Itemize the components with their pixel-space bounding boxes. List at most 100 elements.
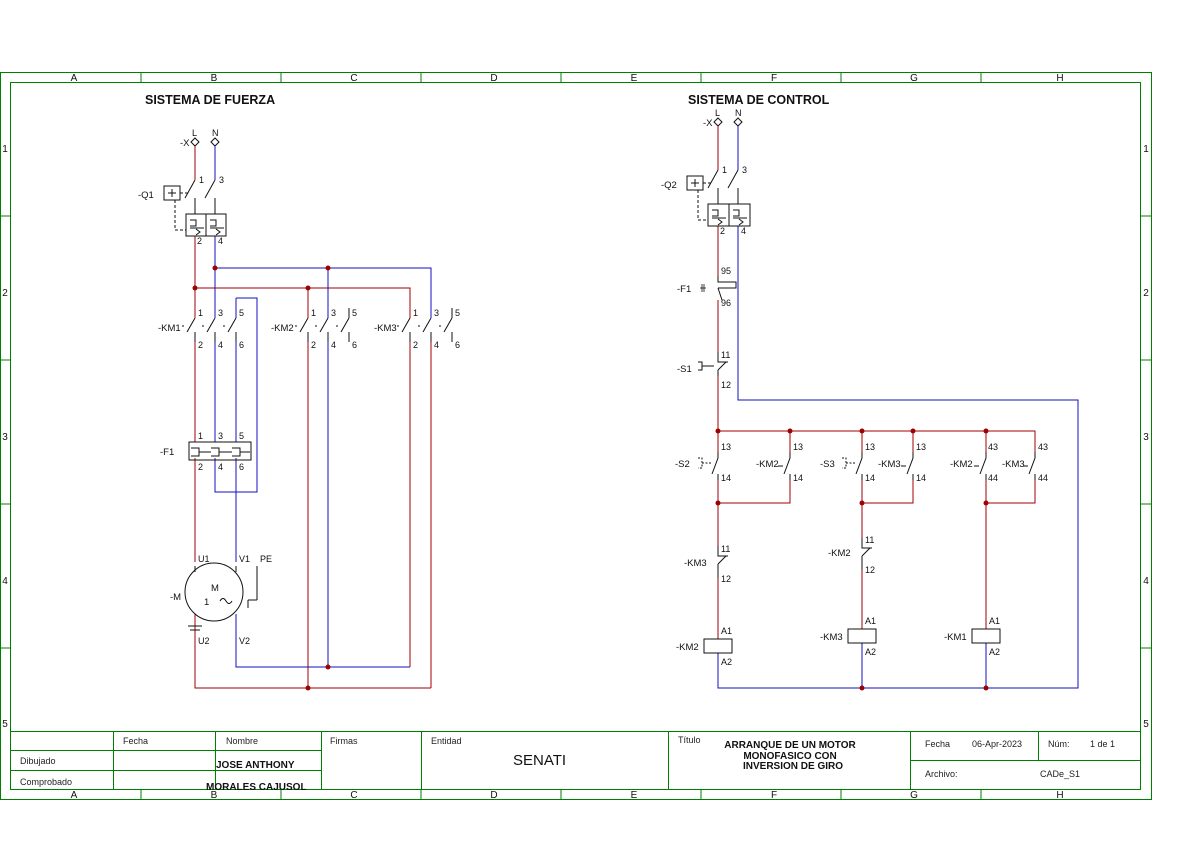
tb-title-line3: INVERSION DE GIRO	[743, 761, 843, 772]
motor-phase: 1	[204, 597, 209, 608]
aux-contact-km2	[974, 452, 987, 480]
terminal-number: 2	[197, 236, 202, 246]
button-tag: -S2	[675, 459, 690, 470]
power-supply-terminal: -X L N	[180, 128, 220, 149]
terminal-number: 5	[239, 431, 244, 441]
terminal-number: 13	[793, 442, 803, 452]
terminal-n-label: N	[212, 128, 219, 138]
terminal-number: 6	[239, 340, 244, 350]
thermal-relay-f1	[188, 441, 252, 461]
terminal-number: 95	[721, 266, 731, 276]
coil-terminal: A2	[721, 657, 732, 667]
contact-tag: -KM2	[828, 548, 851, 559]
terminal-number: 3	[742, 165, 747, 175]
coil-terminal: A1	[721, 626, 732, 636]
motor-ac-symbol: ~	[221, 598, 227, 609]
terminal-number: 4	[218, 236, 223, 246]
zone-row-label: 3	[1143, 432, 1149, 443]
terminal-number: 1	[722, 165, 727, 175]
power-section-title: SISTEMA DE FUERZA	[145, 93, 275, 107]
terminal-number: 4	[331, 340, 336, 350]
control-section-title: SISTEMA DE CONTROL	[688, 93, 830, 107]
breaker-tag: -Q2	[661, 180, 677, 191]
terminal-number: 1	[413, 308, 418, 318]
contactor-km3	[397, 308, 453, 342]
terminal-number: 2	[198, 340, 203, 350]
terminal-number: 12	[865, 565, 875, 575]
zone-row-label: 4	[1143, 576, 1149, 587]
start-button-s3	[842, 452, 863, 480]
zone-col-label: H	[1056, 790, 1063, 801]
tb-num-label: Núm:	[1048, 739, 1070, 749]
contactor-tag: -KM1	[158, 323, 181, 334]
zone-row-label: 3	[2, 432, 8, 443]
breaker-q2	[686, 169, 751, 227]
zone-col-label: D	[490, 73, 497, 84]
power-junctions	[192, 265, 331, 691]
coil-km1: -KM1 A1 A2	[944, 616, 1001, 657]
title-block-text: Fecha Nombre Firmas Entidad Dibujado Com…	[20, 735, 1115, 793]
coil-terminal: A2	[865, 647, 876, 657]
zone-col-label: E	[631, 73, 638, 84]
terminal-tag: -X	[703, 118, 713, 129]
terminal-number: 4	[218, 340, 223, 350]
contactor-tag: -KM3	[374, 323, 397, 334]
tb-author-surname: MORALES CAJUSOL	[206, 782, 307, 793]
terminal-number: 43	[988, 442, 998, 452]
terminal-number: 11	[721, 350, 730, 360]
zone-col-label: A	[71, 790, 78, 801]
terminal-number: 5	[455, 308, 460, 318]
contact-numbers: 1 3 5 2 4 6	[413, 308, 460, 350]
zone-col-label: C	[350, 73, 357, 84]
motor-terminal: PE	[260, 554, 272, 564]
relay-numbers: 1 3 5 2 4 6	[198, 431, 244, 472]
terminal-number: 14	[865, 473, 875, 483]
contactor-tag: -KM2	[271, 323, 294, 334]
zone-col-label: C	[350, 790, 357, 801]
terminal-number: 1	[199, 175, 204, 185]
contactor-km2	[295, 308, 350, 342]
contact-tag: -KM3	[684, 558, 707, 569]
tb-fecha-label: Fecha	[925, 739, 950, 749]
zone-col-label: D	[490, 790, 497, 801]
tb-archivo-label: Archivo:	[925, 769, 958, 779]
seal-contact-km2	[778, 452, 791, 480]
aux-contact-km3	[1023, 452, 1036, 480]
terminal-number: 4	[434, 340, 439, 350]
zone-col-label: B	[211, 73, 218, 84]
terminal-number: 6	[239, 462, 244, 472]
coil-terminal: A1	[865, 616, 876, 626]
terminal-l-label: L	[715, 108, 720, 118]
start-button-s2	[698, 452, 719, 480]
zone-row-label: 2	[1143, 288, 1149, 299]
terminal-number: 2	[720, 226, 725, 236]
tb-page: 1 de 1	[1090, 739, 1115, 749]
motor-tag: -M	[170, 592, 181, 603]
terminal-number: 3	[218, 308, 223, 318]
terminal-number: 11	[865, 535, 874, 545]
terminal-number: 13	[721, 442, 731, 452]
terminal-number: 3	[218, 431, 223, 441]
terminal-number: 3	[219, 175, 224, 185]
zone-labels: A B C D E F G H A B C D E F G H 1 2 3 4 …	[2, 73, 1149, 801]
button-tag: -S1	[677, 364, 692, 375]
interlock-contact-km3	[717, 546, 728, 578]
zone-col-label: G	[910, 790, 918, 801]
tb-firmas-label: Firmas	[330, 736, 358, 746]
motor-terminal: V1	[239, 554, 250, 564]
zone-row-label: 2	[2, 288, 8, 299]
contact-numbers: 1 3 5 2 4 6	[311, 308, 357, 350]
terminal-number: 1	[311, 308, 316, 318]
tb-title-line2: MONOFASICO CON	[743, 751, 836, 762]
terminal-number: 11	[721, 544, 730, 554]
tb-title-line1: ARRANQUE DE UN MOTOR	[724, 740, 856, 751]
zone-col-label: A	[71, 73, 78, 84]
contact-tag: -KM2	[950, 459, 973, 470]
motor-terminal: U1	[198, 554, 210, 564]
terminal-number: 13	[916, 442, 926, 452]
tb-entidad-label: Entidad	[431, 736, 462, 746]
coil-tag: -KM1	[944, 632, 967, 643]
tb-titulo-label: Título	[678, 735, 701, 745]
